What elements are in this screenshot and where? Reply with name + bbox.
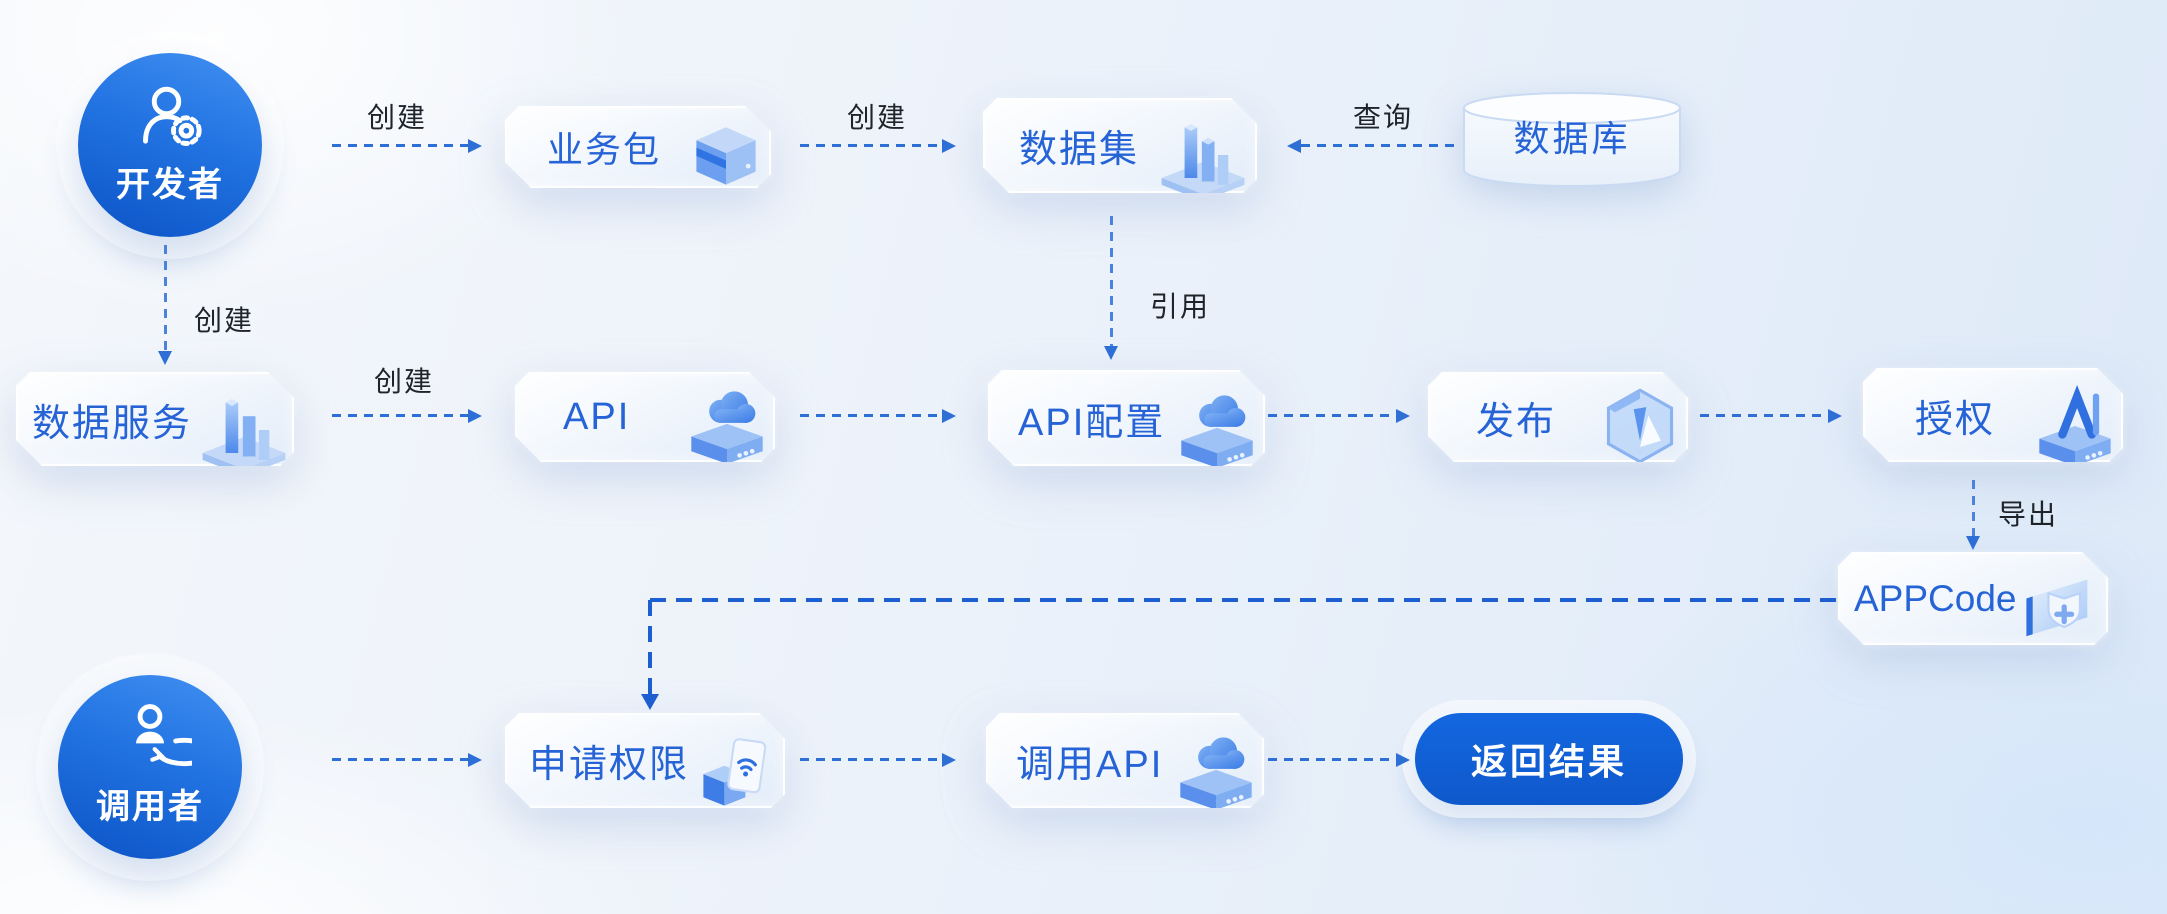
node-return-result: 返回结果: [1415, 713, 1683, 805]
node-api-config: API配置: [988, 370, 1265, 466]
edge-database-to-dataset-line: [1301, 144, 1456, 147]
database-cylinder-shape: [1463, 92, 1681, 187]
node-business-package-label: 业务包: [547, 129, 662, 170]
node-dataset-label: 数据集: [1019, 129, 1140, 171]
node-authorize-label: 授权: [1915, 398, 1996, 441]
edge-label-create-api: 创建: [373, 366, 434, 397]
node-return-result-label: 返回结果: [1470, 741, 1627, 782]
edge-label-create-data-service: 创建: [193, 305, 254, 336]
auth-server-3d-icon: [2033, 384, 2117, 468]
edge-data-service-to-api-line: [332, 414, 468, 417]
node-dataset: 数据集: [983, 98, 1257, 193]
node-apply-permission: 申请权限: [505, 713, 785, 808]
edge-database-to-dataset-arrowhead: [1287, 139, 1301, 153]
edge-api-to-api-config-line: [800, 414, 942, 417]
edge-data-service-to-api-arrowhead: [468, 409, 482, 423]
actor-developer: 开发者: [78, 53, 262, 237]
edge-label-reference: 引用: [1149, 291, 1210, 322]
edge-caller-to-apply-permission-line: [332, 758, 468, 761]
shield-plus-3d-icon: [2018, 567, 2102, 651]
node-data-service-label: 数据服务: [32, 402, 193, 445]
edge-call-api-to-return-result-line: [1268, 758, 1396, 761]
node-call-api-label: 调用API: [1016, 744, 1164, 786]
edge-dataset-to-api-config-arrowhead: [1104, 346, 1118, 360]
prism-3d-icon: [1598, 384, 1682, 468]
edge-appcode-to-apply-permission-arrowhead: [641, 694, 659, 710]
edge-api-to-api-config-arrowhead: [942, 409, 956, 423]
edge-label-create-dataset: 创建: [846, 102, 907, 133]
node-appcode-label: APPCode: [1854, 577, 2017, 619]
node-api-label: API: [563, 395, 631, 438]
edge-developer-to-business-package-arrowhead: [468, 139, 482, 153]
node-authorize: 授权: [1863, 368, 2123, 462]
edge-apply-permission-to-call-api-arrowhead: [942, 753, 956, 767]
node-publish: 发布: [1428, 372, 1688, 462]
cloud-server-3d-icon: [1174, 730, 1258, 814]
node-database-label: 数据库: [1513, 118, 1631, 159]
edge-appcode-to-apply-permission-hline: [650, 598, 1838, 602]
bar-chart-3d-icon: [1157, 109, 1249, 201]
actor-developer-label: 开发者: [116, 166, 224, 204]
edge-label-create-business-package: 创建: [366, 102, 427, 133]
edge-developer-to-business-package-line: [332, 144, 468, 147]
node-publish-label: 发布: [1476, 400, 1557, 443]
edge-appcode-to-apply-permission-vline: [648, 600, 652, 694]
node-apply-permission-label: 申请权限: [529, 744, 690, 786]
node-data-service: 数据服务: [16, 372, 294, 466]
node-appcode: APPCode: [1838, 552, 2108, 645]
edge-dataset-to-api-config-line: [1110, 216, 1113, 346]
edge-authorize-to-appcode-arrowhead: [1966, 536, 1980, 550]
user-orbit-arrow-icon: [108, 699, 213, 783]
node-call-api: 调用API: [986, 713, 1264, 808]
actor-caller: 调用者: [58, 675, 242, 859]
edge-api-config-to-publish-line: [1268, 414, 1396, 417]
edge-business-package-to-dataset-line: [800, 144, 942, 147]
edge-api-config-to-publish-arrowhead: [1396, 409, 1410, 423]
edge-business-package-to-dataset-arrowhead: [942, 139, 956, 153]
node-api-config-label: API配置: [1018, 401, 1166, 444]
edge-developer-to-data-service-arrowhead: [158, 351, 172, 365]
edge-authorize-to-appcode-line: [1972, 480, 1975, 536]
edge-developer-to-data-service-line: [164, 245, 167, 351]
package-box-3d-icon: [689, 118, 763, 192]
user-gear-icon: [128, 77, 212, 161]
edge-publish-to-authorize-line: [1700, 414, 1828, 417]
edge-label-export: 导出: [1997, 499, 2058, 530]
edge-caller-to-apply-permission-arrowhead: [468, 753, 482, 767]
actor-caller-label: 调用者: [96, 788, 204, 826]
node-business-package: 业务包: [505, 106, 771, 188]
cloud-server-3d-icon: [685, 384, 769, 468]
edge-call-api-to-return-result-arrowhead: [1396, 753, 1410, 767]
edge-publish-to-authorize-arrowhead: [1828, 409, 1842, 423]
edge-apply-permission-to-call-api-line: [800, 758, 942, 761]
cloud-server-3d-icon: [1175, 388, 1259, 472]
edge-label-query: 查询: [1352, 102, 1413, 133]
wifi-card-3d-icon: [695, 730, 779, 814]
bar-chart-3d-icon: [198, 384, 290, 476]
node-database: 数据库: [1458, 88, 1686, 192]
node-api: API: [515, 372, 775, 462]
